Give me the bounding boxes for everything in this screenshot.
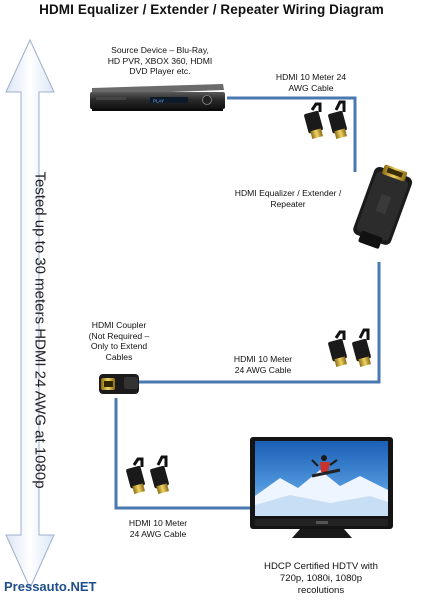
cable-bottom-label: HDMI 10 Meter 24 AWG Cable (112, 518, 204, 539)
svg-text:PLAY: PLAY (153, 99, 164, 104)
tv-label-line: 720p, 1080i, 1080p (279, 573, 363, 584)
equalizer-label-line: HDMI Equalizer / Extender / (234, 188, 342, 198)
coupler-label: HDMI Coupler (Not Required – Only to Ext… (82, 320, 156, 362)
cable-middle-label: HDMI 10 Meter 24 AWG Cable (217, 354, 309, 375)
coupler-label-line: HDMI Coupler (91, 320, 147, 330)
coupler-label-line: Cables (105, 351, 133, 362)
range-note: Tested up to 30 meters HDMI 24 AWG at 10… (31, 171, 49, 489)
hdtv-image (250, 437, 393, 538)
range-arrow (5, 38, 55, 590)
watermark-text: Pressauto.NET (4, 579, 97, 594)
hdmi-coupler-image (99, 374, 139, 394)
cable-middle-label-line: 24 AWG Cable (234, 364, 292, 375)
equalizer-label-line: Repeater (270, 198, 306, 209)
cable-middle-label-line: HDMI 10 Meter (233, 354, 293, 364)
cable-top-label-line: AWG Cable (288, 82, 334, 93)
tv-label-line: HDCP Certified HDTV with (264, 561, 378, 572)
cable-source-to-equalizer (227, 96, 357, 172)
tv-label: HDCP Certified HDTV with 720p, 1080i, 10… (250, 561, 392, 597)
coupler-label-line: Only to Extend (90, 341, 148, 351)
cable-top-label: HDMI 10 Meter 24 AWG Cable (258, 72, 364, 93)
source-device-label-line: Source Device – Blu-Ray, (111, 45, 209, 55)
cable-equalizer-to-coupler (138, 262, 381, 384)
source-device-label: Source Device – Blu-Ray, HD PVR, XBOX 36… (95, 45, 225, 77)
hdmi-plug-pair-bottom (126, 455, 169, 495)
hdmi-plug-pair-top (304, 100, 347, 140)
cable-coupler-to-tv (114, 398, 252, 510)
hdmi-plug-pair-middle (328, 328, 371, 368)
equalizer-label: HDMI Equalizer / Extender / Repeater (220, 188, 356, 209)
cable-bottom-label-line: HDMI 10 Meter (128, 518, 188, 528)
cable-path (114, 96, 381, 510)
source-device-label-line: DVD Player etc. (129, 66, 191, 76)
tv-label-line: recolutions (297, 585, 345, 596)
cable-bottom-label-line: 24 AWG Cable (129, 528, 187, 539)
cable-top-label-line: HDMI 10 Meter 24 (275, 72, 347, 82)
source-device-label-line: HD PVR, XBOX 360, HDMI (107, 55, 213, 66)
equalizer-device-image (353, 164, 413, 249)
coupler-label-line: (Not Required – (88, 330, 150, 341)
diagram-title: HDMI Equalizer / Extender / Repeater Wir… (39, 2, 384, 17)
source-device-image: PLAY (90, 84, 225, 111)
